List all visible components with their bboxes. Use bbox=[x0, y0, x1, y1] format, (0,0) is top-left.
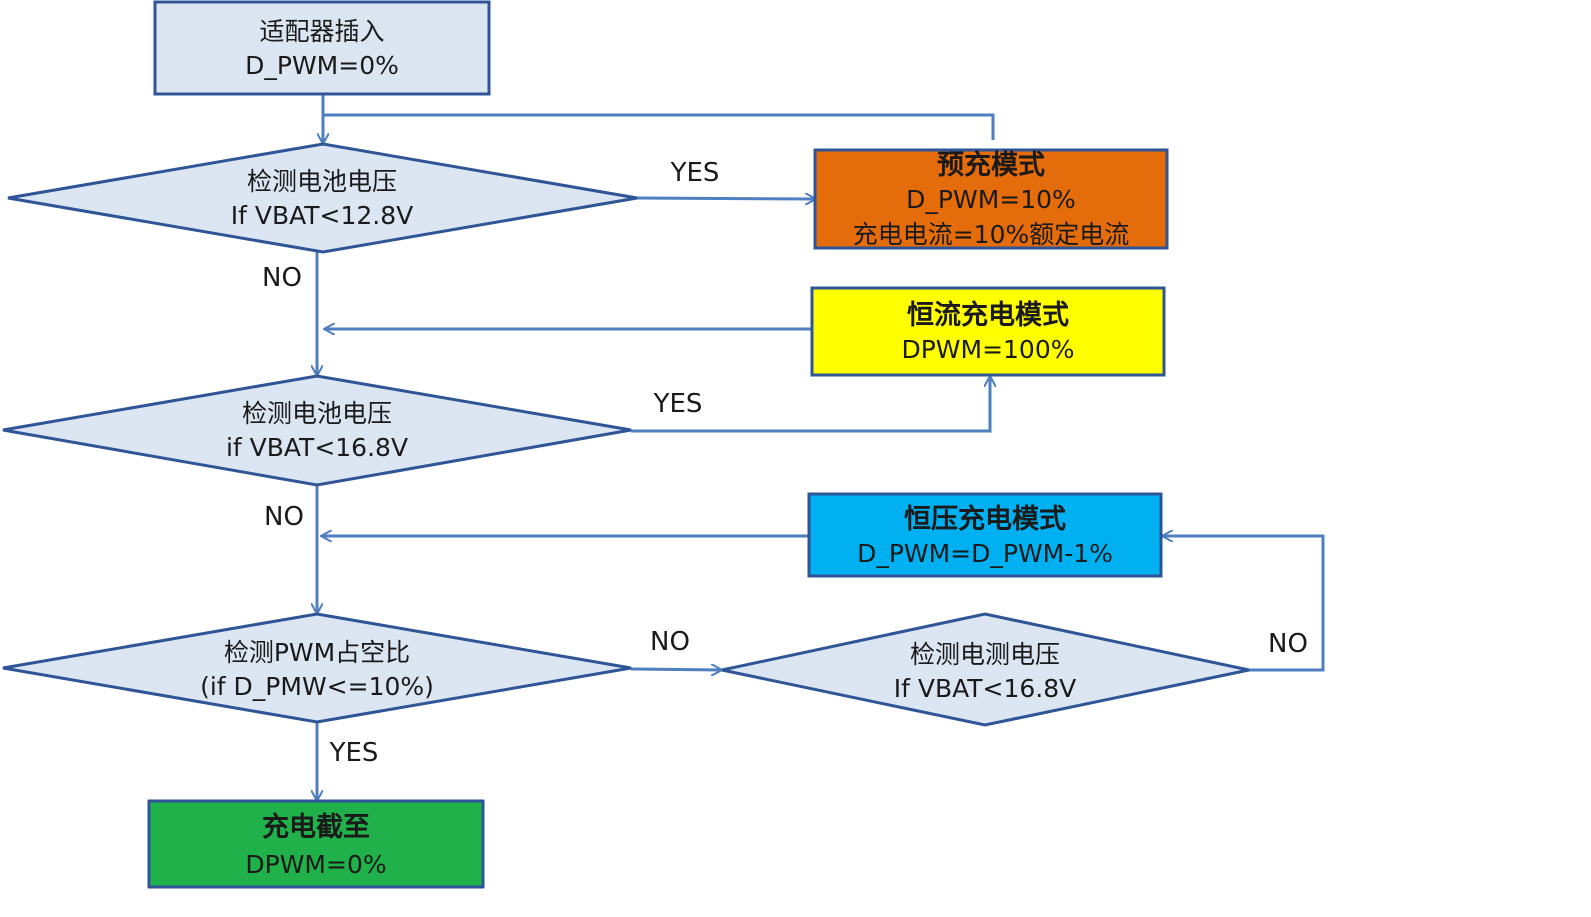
label-no-2: NO bbox=[264, 502, 304, 532]
charge-end-box bbox=[147, 799, 485, 889]
label-no-cv: NO bbox=[1268, 629, 1308, 659]
edge-pwm-no-check3 bbox=[630, 669, 721, 670]
node-charge-end: 充电截至 DPWM=0% bbox=[147, 799, 485, 889]
edge-precharge-loop bbox=[323, 113, 995, 140]
check-voltage-3-diamond bbox=[721, 612, 1250, 727]
check-voltage-1-cond: If VBAT<12.8V bbox=[231, 201, 414, 230]
adapter-pwm: D_PWM=0% bbox=[245, 51, 399, 80]
node-check-pwm: 检测PWM占空比 (if D_PMW<=10%) bbox=[2, 612, 632, 724]
adapter-box bbox=[153, 0, 491, 96]
constant-current-box bbox=[810, 286, 1166, 377]
precharge-current: 充电电流=10%额定电流 bbox=[853, 220, 1130, 249]
connectors bbox=[317, 95, 1325, 800]
check-voltage-2-title: 检测电池电压 bbox=[242, 399, 392, 428]
label-yes-cc: YES bbox=[653, 389, 703, 419]
constant-voltage-box bbox=[807, 492, 1163, 578]
edge-check1-yes-precharge bbox=[636, 198, 815, 199]
check-voltage-1-title: 检测电池电压 bbox=[247, 167, 397, 196]
check-pwm-title: 检测PWM占空比 bbox=[224, 638, 410, 667]
check-voltage-3-cond: If VBAT<16.8V bbox=[894, 674, 1077, 703]
constant-current-pwm: DPWM=100% bbox=[901, 335, 1074, 364]
label-yes-precharge: YES bbox=[670, 158, 720, 188]
label-yes-end: YES bbox=[329, 738, 379, 768]
constant-current-title: 恒流充电模式 bbox=[907, 299, 1069, 331]
check-voltage-2-cond: if VBAT<16.8V bbox=[226, 433, 408, 462]
node-check-voltage-1: 检测电池电压 If VBAT<12.8V bbox=[7, 142, 638, 254]
precharge-pwm: D_PWM=10% bbox=[906, 185, 1076, 214]
node-adapter: 适配器插入 D_PWM=0% bbox=[153, 0, 491, 96]
node-check-voltage-2: 检测电池电压 if VBAT<16.8V bbox=[2, 374, 632, 487]
label-no-pwm: NO bbox=[650, 627, 690, 657]
check-pwm-cond: (if D_PMW<=10%) bbox=[200, 672, 434, 701]
check-voltage-2-diamond bbox=[2, 374, 632, 487]
precharge-title: 预充模式 bbox=[937, 149, 1045, 181]
charge-end-title: 充电截至 bbox=[262, 811, 370, 843]
charge-end-pwm: DPWM=0% bbox=[245, 850, 386, 879]
edge-check2-yes-cc bbox=[631, 377, 990, 433]
check-voltage-3-title: 检测电测电压 bbox=[910, 640, 1060, 669]
adapter-title: 适配器插入 bbox=[259, 17, 384, 46]
node-precharge: 预充模式 D_PWM=10% 充电电流=10%额定电流 bbox=[813, 148, 1169, 250]
node-constant-voltage: 恒压充电模式 D_PWM=D_PWM-1% bbox=[807, 492, 1163, 578]
precharge-box bbox=[813, 148, 1169, 250]
check-pwm-diamond bbox=[2, 612, 632, 724]
node-constant-current: 恒流充电模式 DPWM=100% bbox=[810, 286, 1166, 377]
constant-voltage-title: 恒压充电模式 bbox=[904, 503, 1066, 535]
label-no-1: NO bbox=[262, 263, 302, 293]
check-voltage-1-diamond bbox=[7, 142, 638, 254]
node-check-voltage-3: 检测电测电压 If VBAT<16.8V bbox=[721, 612, 1250, 727]
edge-check3-no-cv bbox=[1163, 536, 1325, 672]
constant-voltage-pwm: D_PWM=D_PWM-1% bbox=[857, 539, 1113, 568]
